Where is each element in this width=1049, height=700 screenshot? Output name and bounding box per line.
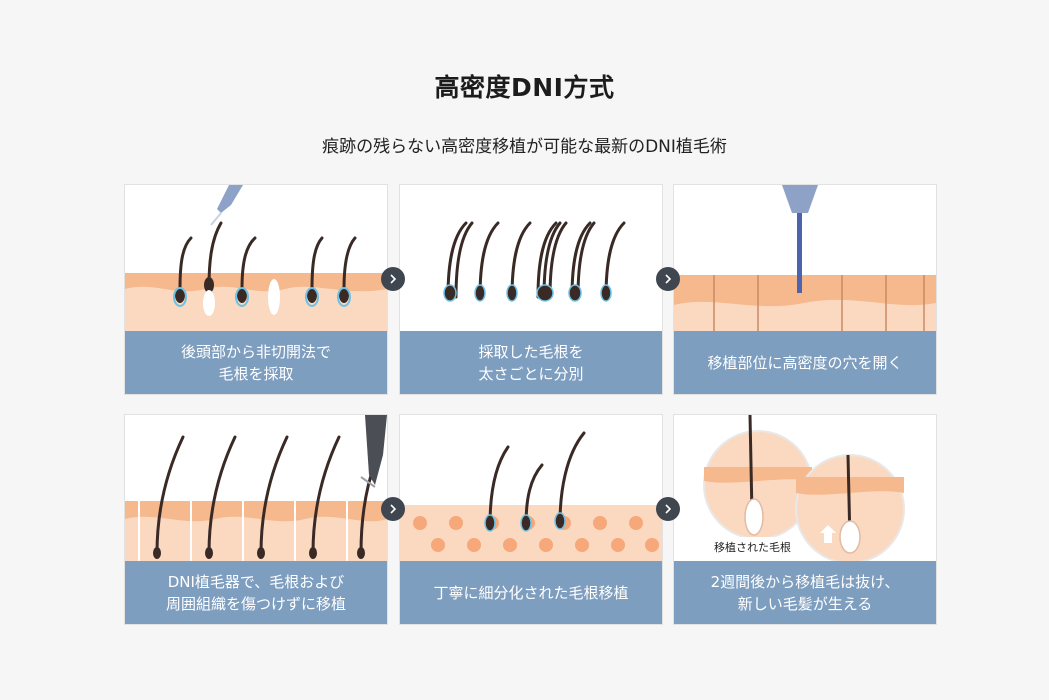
step-caption: 丁寧に細分化された毛根移植 (400, 561, 662, 624)
chevron-right-icon (381, 497, 405, 521)
chevron-right-icon (381, 267, 405, 291)
step-caption: 2週間後から移植毛は抜け、 新しい毛髪が生える (674, 561, 936, 624)
hair-sorting-illustration (443, 221, 626, 302)
implantation-illustration (125, 415, 387, 562)
step-caption: 後頭部から非切開法で 毛根を採取 (125, 331, 387, 394)
chevron-right-icon (656, 497, 680, 521)
step-card-1: 後頭部から非切開法で 毛根を採取 (124, 184, 388, 395)
regrowth-illustration (703, 415, 905, 562)
step-caption: 移植部位に高密度の穴を開く (674, 331, 936, 394)
hair-extraction-illustration (125, 185, 387, 332)
transplanted-root-label: 移植された毛根 (710, 537, 795, 557)
step-caption: 採取した毛根を 太さごとに分別 (400, 331, 662, 394)
step-card-2: 採取した毛根を 太さごとに分別 (399, 184, 663, 395)
step-caption: DNI植毛器で、毛根および 周囲組織を傷つけずに移植 (125, 561, 387, 624)
step-card-4: DNI植毛器で、毛根および 周囲組織を傷つけずに移植 (124, 414, 388, 625)
incision-illustration (674, 185, 936, 332)
step-card-5: 丁寧に細分化された毛根移植 (399, 414, 663, 625)
page-subtitle: 痕跡の残らない高密度移植が可能な最新のDNI植毛術 (322, 137, 727, 157)
page-title: 高密度DNI方式 (434, 73, 615, 102)
step-card-6: 移植された毛根 2週間後から移植毛は抜け、 新しい毛髪が生える (673, 414, 937, 625)
step-card-3: 移植部位に高密度の穴を開く (673, 184, 937, 395)
chevron-right-icon (656, 267, 680, 291)
implanted-grafts-illustration (400, 431, 662, 562)
